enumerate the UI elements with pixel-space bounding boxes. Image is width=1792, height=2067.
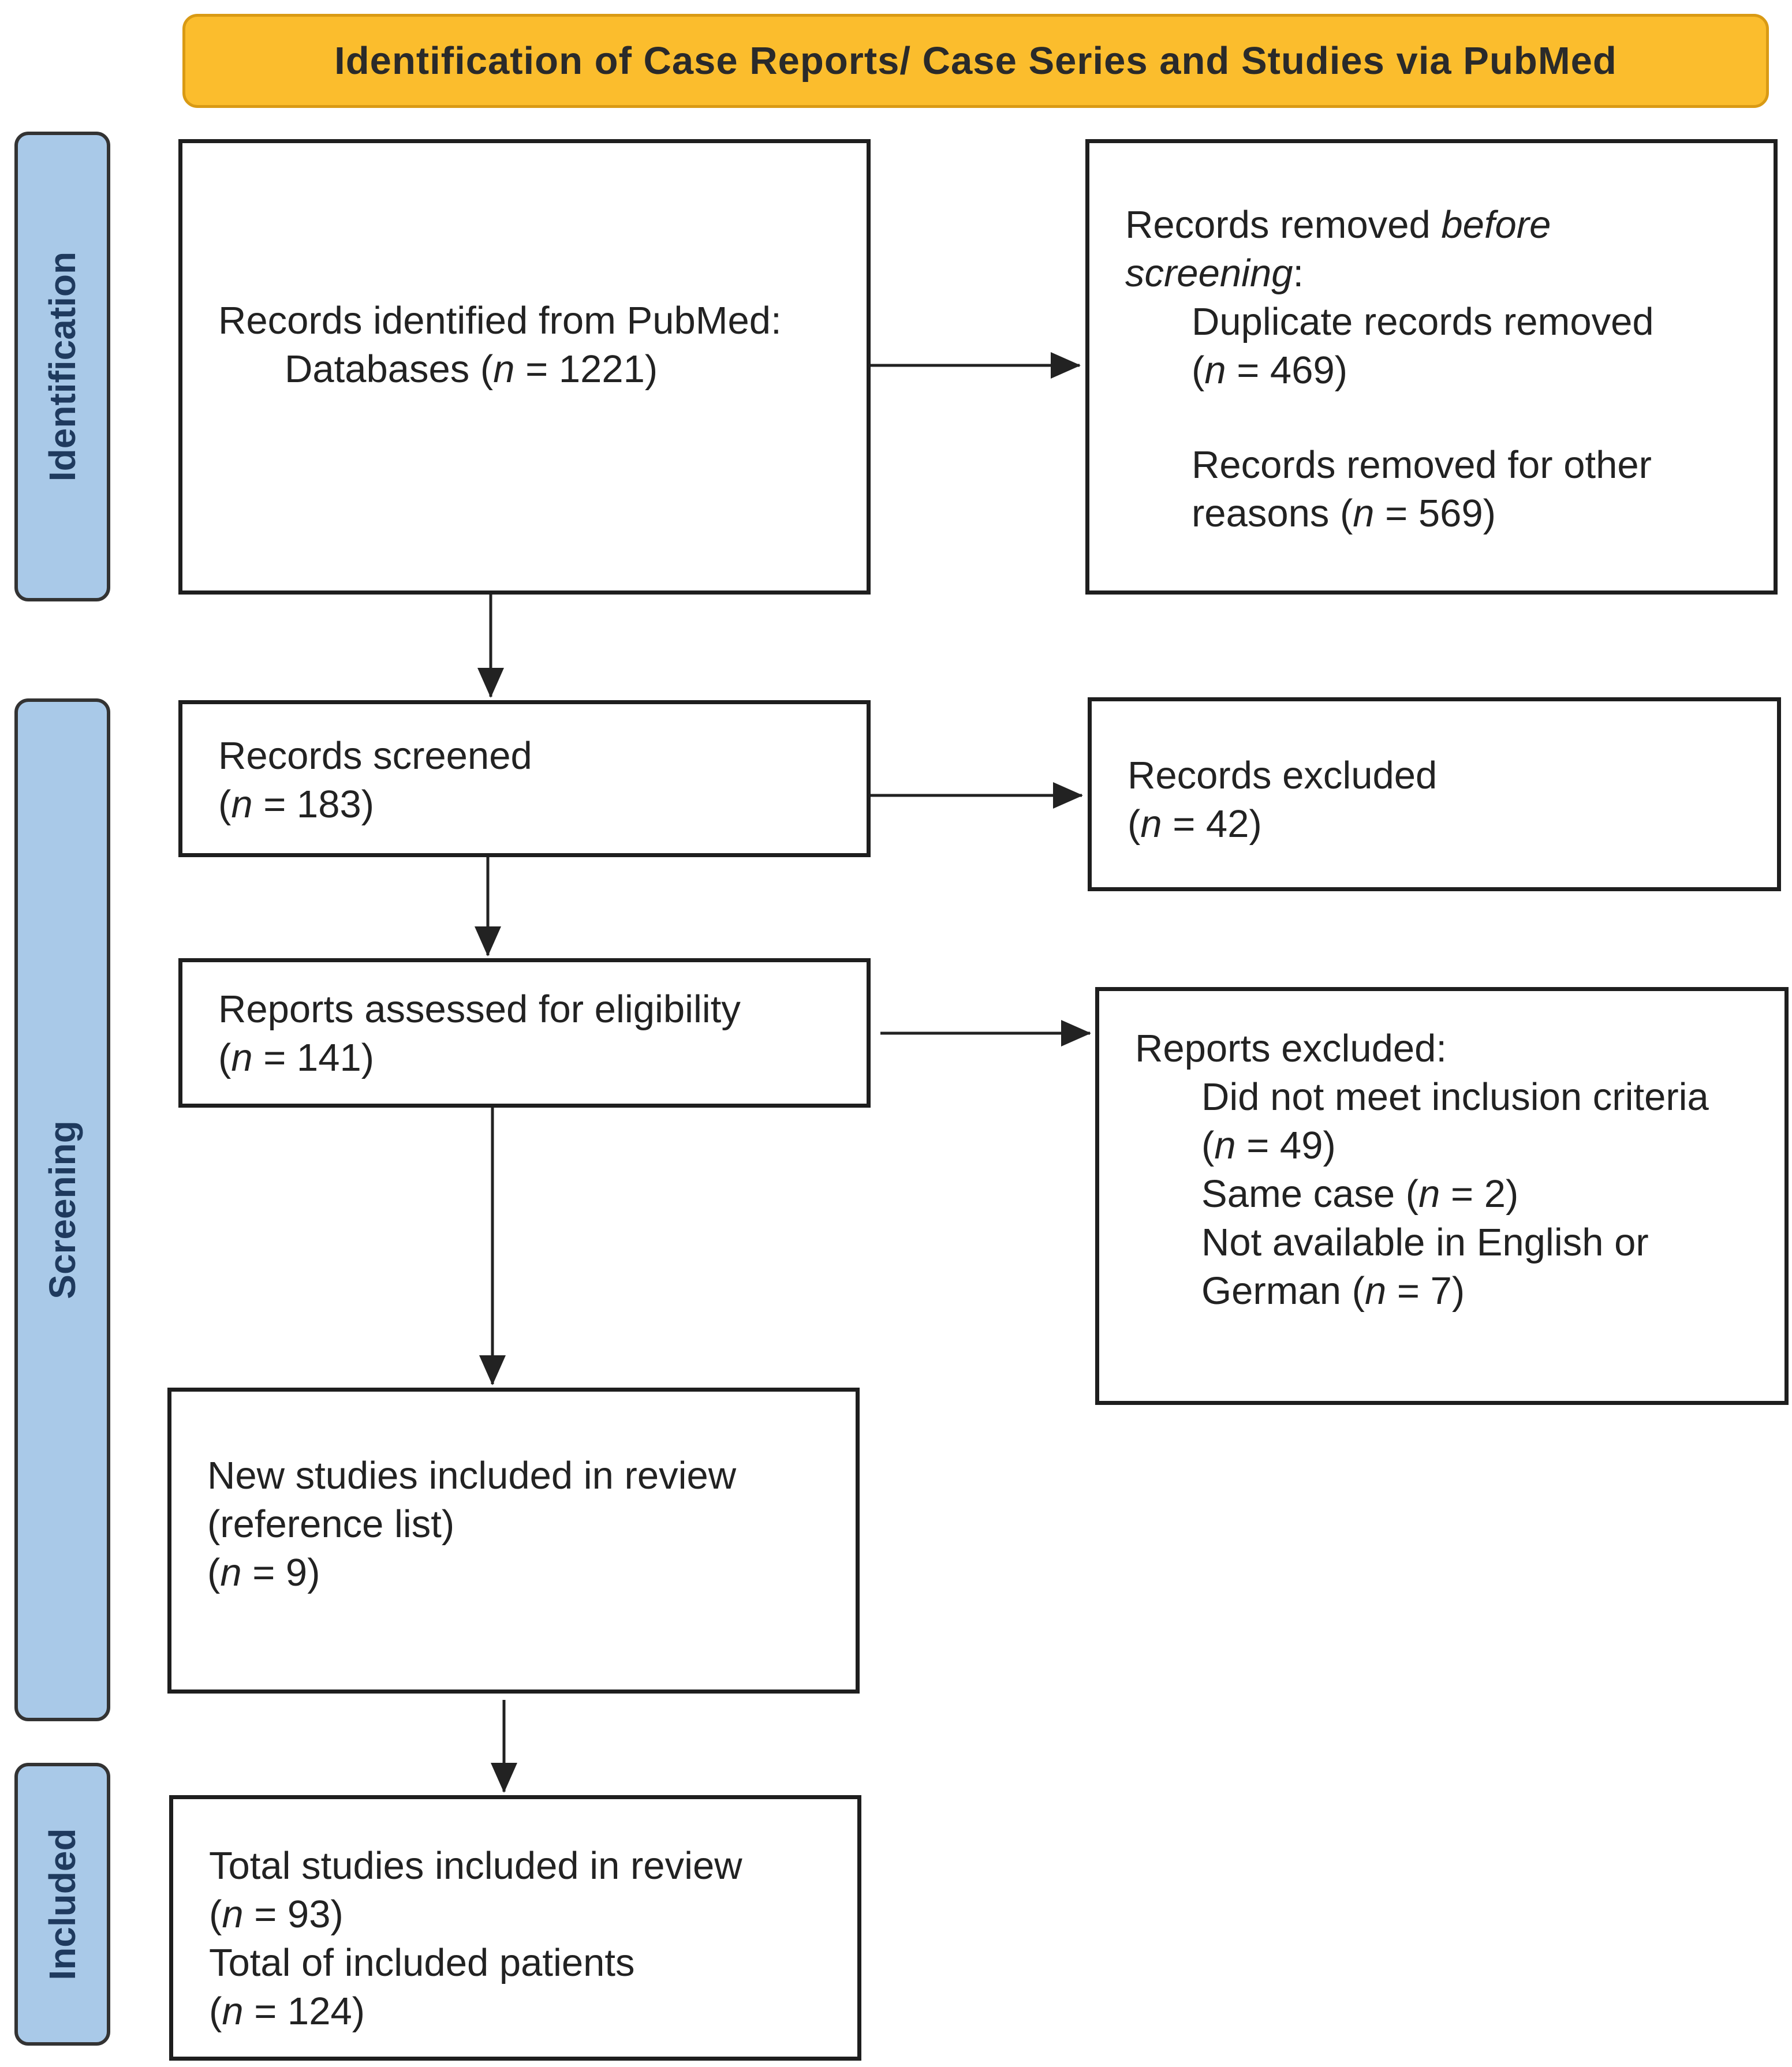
- total-included-box: Total studies included in review (n = 93…: [169, 1795, 861, 2061]
- records-removed-box: Records removed before screening: Duplic…: [1085, 139, 1778, 595]
- records-removed-heading: Records removed before: [1125, 203, 1551, 246]
- reports-assessed-box: Reports assessed for eligibility (n = 14…: [178, 958, 871, 1108]
- records-excluded-box: Records excluded (n = 42): [1088, 697, 1781, 891]
- records-identified-box: Records identified from PubMed: Database…: [178, 139, 871, 595]
- records-screened-box: Records screened (n = 183): [178, 700, 871, 857]
- phase-label-included: Included: [14, 1763, 110, 2046]
- new-studies-box: New studies included in review (referenc…: [167, 1388, 860, 1694]
- reason-same-case: Same case (n = 2): [1201, 1172, 1519, 1216]
- header-banner: Identification of Case Reports/ Case Ser…: [182, 14, 1769, 108]
- duplicates-removed: Duplicate records removed: [1192, 300, 1654, 343]
- removed-other-reasons: Records removed for other: [1192, 443, 1652, 487]
- records-identified-count: Databases (n = 1221): [285, 347, 658, 391]
- reason-inclusion-criteria: Did not meet inclusion criteria: [1201, 1075, 1709, 1119]
- phase-label-identification: Identification: [14, 132, 110, 601]
- phase-label-screening: Screening: [14, 698, 110, 1721]
- records-identified-label: Records identified from PubMed:: [218, 299, 782, 342]
- reports-excluded-box: Reports excluded: Did not meet inclusion…: [1095, 987, 1789, 1405]
- reason-language: Not available in English or: [1201, 1221, 1649, 1264]
